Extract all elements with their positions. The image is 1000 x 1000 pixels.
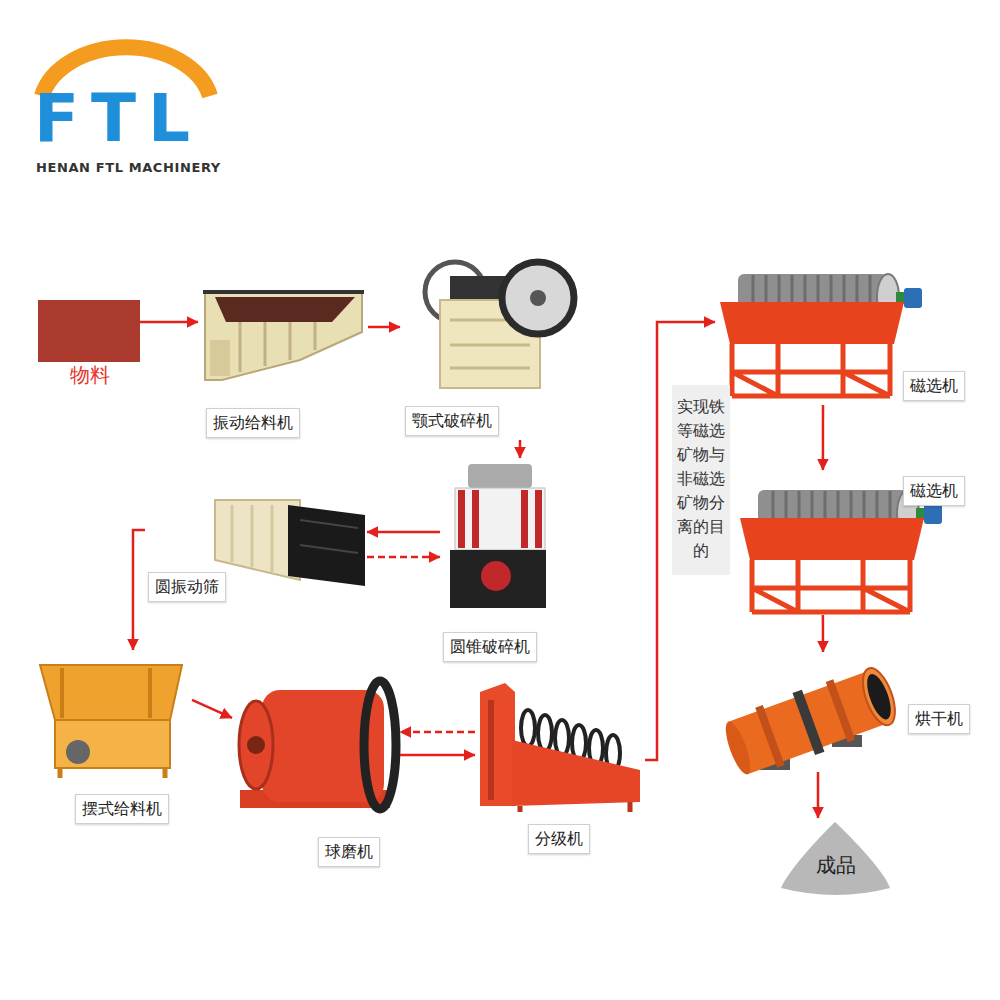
flow-arrow — [367, 531, 440, 534]
machine-label: 磁选机 — [903, 476, 965, 506]
product-pile: 成品 — [778, 818, 893, 898]
note-box: 实现铁等磁选矿物与非磁选矿物分离的目的 — [672, 385, 730, 575]
magnetic-separator-picture — [740, 490, 942, 612]
flow-arrow — [400, 731, 475, 734]
machine-label: 分级机 — [528, 824, 590, 854]
machine-label: 摆式给料机 — [75, 794, 169, 824]
magnetic-separator: 磁选机 — [715, 265, 970, 405]
note-text: 实现铁等磁选矿物与非磁选矿物分离的目的 — [677, 395, 725, 563]
rotary-dryer-picture — [719, 661, 902, 782]
jaw-crusher-picture — [425, 262, 574, 388]
vibrating-feeder-picture — [203, 292, 364, 380]
machine-label: 球磨机 — [318, 837, 380, 867]
machine-label: 振动给料机 — [206, 408, 300, 438]
spiral-classifier-picture — [480, 683, 640, 812]
machine-label: 烘干机 — [908, 704, 970, 734]
flow-arrow — [519, 440, 522, 458]
jaw-crusher: 颚式破碎机 — [400, 255, 560, 440]
vibrating-screen: 圆振动筛 — [145, 495, 367, 605]
flow-arrow — [133, 530, 145, 650]
cone-crusher: 圆锥破碎机 — [440, 458, 550, 666]
machine-label: 圆振动筛 — [148, 572, 226, 602]
ball-mill-picture — [239, 681, 396, 809]
vibrating-feeder: 振动给料机 — [198, 282, 368, 442]
flow-arrow — [817, 772, 820, 818]
machine-label: 物料 — [38, 362, 140, 388]
flow-arrow — [400, 754, 475, 757]
flow-arrow — [140, 321, 198, 324]
pendulum-feeder-picture — [40, 665, 182, 778]
logo-text: FTL — [34, 86, 202, 152]
material-source: 物料 — [38, 300, 140, 392]
flow-arrow — [368, 326, 400, 329]
magnetic-separator-picture — [720, 274, 922, 396]
vibrating-screen-picture — [215, 500, 365, 586]
magnetic-separator: 磁选机 — [735, 470, 970, 615]
flow-arrow — [822, 405, 825, 470]
material-block — [38, 300, 140, 362]
cone-crusher-picture — [450, 464, 546, 608]
machine-label: 圆锥破碎机 — [443, 632, 537, 662]
flow-arrow — [822, 615, 825, 652]
flow-arrow — [192, 700, 232, 718]
machine-label: 成品 — [778, 818, 893, 879]
machine-label: 颚式破碎机 — [405, 406, 499, 436]
ball-mill: 球磨机 — [232, 676, 400, 871]
rotary-dryer: 烘干机 — [725, 652, 975, 772]
machine-label: 磁选机 — [903, 371, 965, 401]
company-name: HENAN FTL MACHINERY — [36, 160, 221, 176]
flow-arrow — [367, 556, 440, 559]
pendulum-feeder: 摆式给料机 — [32, 650, 192, 828]
spiral-classifier: 分级机 — [475, 680, 645, 858]
